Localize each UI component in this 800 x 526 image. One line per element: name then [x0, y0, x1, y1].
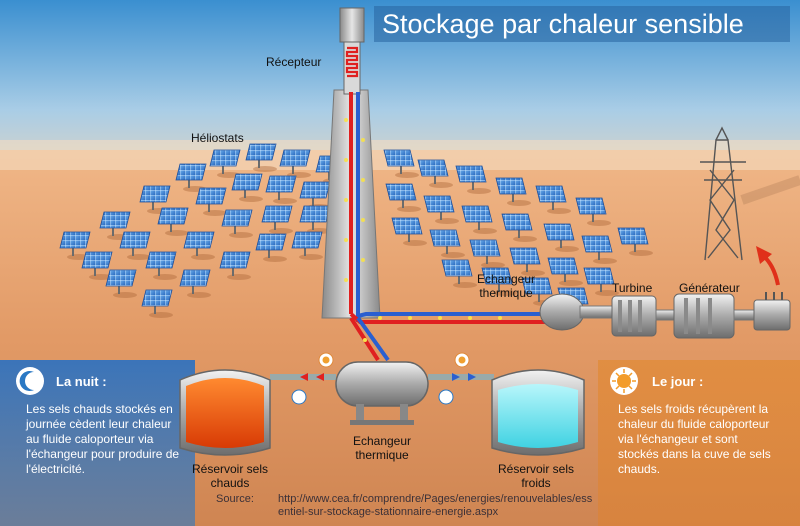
heliostat	[221, 209, 253, 238]
heliostat	[195, 187, 227, 216]
heliostat	[105, 269, 137, 298]
turbine	[611, 295, 675, 337]
moon-icon	[291, 389, 307, 405]
cold-salt-reservoir	[491, 369, 585, 456]
night-text: Les sels chauds stockés en journée cèden…	[26, 402, 180, 476]
heliostat	[461, 205, 497, 234]
sun-icon	[318, 352, 334, 368]
heliostat	[385, 183, 421, 212]
moon-icon	[438, 389, 454, 405]
receiver-coil	[345, 46, 359, 78]
heliostat	[583, 267, 619, 296]
heliostat	[291, 231, 323, 260]
heliostat	[81, 251, 113, 280]
heliostat	[119, 231, 151, 260]
hot-reservoir-label: Réservoir sels chauds	[191, 462, 269, 490]
heliostat	[145, 251, 177, 280]
sun-icon	[454, 352, 470, 368]
heliostat	[219, 251, 251, 280]
heliostat	[535, 185, 571, 214]
generator-label: Générateur	[679, 281, 740, 295]
heliostat	[423, 195, 459, 224]
heat-exchanger-bottom	[335, 361, 429, 425]
generator	[673, 292, 791, 339]
pylon-icon	[700, 126, 800, 261]
heliostat	[279, 149, 311, 178]
heliostat	[183, 231, 215, 260]
heliostat	[141, 289, 173, 318]
heliostat	[179, 269, 211, 298]
heliostat	[617, 227, 653, 256]
moon-icon	[16, 367, 44, 395]
heat-exchanger-top	[539, 293, 613, 331]
heliostat	[441, 259, 477, 288]
sun-icon	[610, 367, 638, 395]
heliostat-field	[59, 143, 653, 318]
pipe-network	[270, 312, 548, 381]
heliostat	[481, 267, 517, 296]
day-text: Les sels froids récupèrent la chaleur du…	[618, 402, 771, 476]
heliostat	[265, 175, 297, 204]
heliostat	[383, 149, 419, 178]
heliostat	[209, 149, 241, 178]
heliostat	[575, 197, 611, 226]
heliostat	[581, 235, 617, 264]
source-label: Source:	[216, 493, 254, 505]
heliostat	[391, 217, 427, 246]
heliostat	[429, 229, 465, 258]
heliostat	[245, 143, 277, 172]
heliostat	[469, 239, 505, 268]
heliostat	[261, 205, 293, 234]
heliostat	[417, 159, 453, 188]
heliostats-label: Héliostats	[191, 131, 244, 145]
heat-exchanger-bottom-label: Echangeur thermique	[352, 434, 412, 462]
night-heading: La nuit :	[56, 374, 107, 389]
heliostat	[547, 257, 583, 286]
source-url: http://www.cea.fr/comprendre/Pages/energ…	[278, 493, 593, 518]
heliostat	[543, 223, 579, 252]
page-title: Stockage par chaleur sensible	[374, 6, 790, 42]
heliostat	[255, 233, 287, 262]
heliostat	[231, 173, 263, 202]
day-heading: Le jour :	[652, 374, 704, 389]
turbine-label: Turbine	[612, 281, 653, 295]
heliostat	[501, 213, 537, 242]
heliostat	[455, 165, 491, 194]
heliostat	[509, 247, 545, 276]
cold-reservoir-label: Réservoir sels froids	[497, 462, 575, 490]
receiver-label: Récepteur	[266, 55, 322, 69]
heat-exchanger-top-label: Echangeur thermique	[476, 272, 536, 300]
hot-salt-reservoir	[179, 369, 271, 456]
heliostat	[495, 177, 531, 206]
heliostat	[157, 207, 189, 236]
